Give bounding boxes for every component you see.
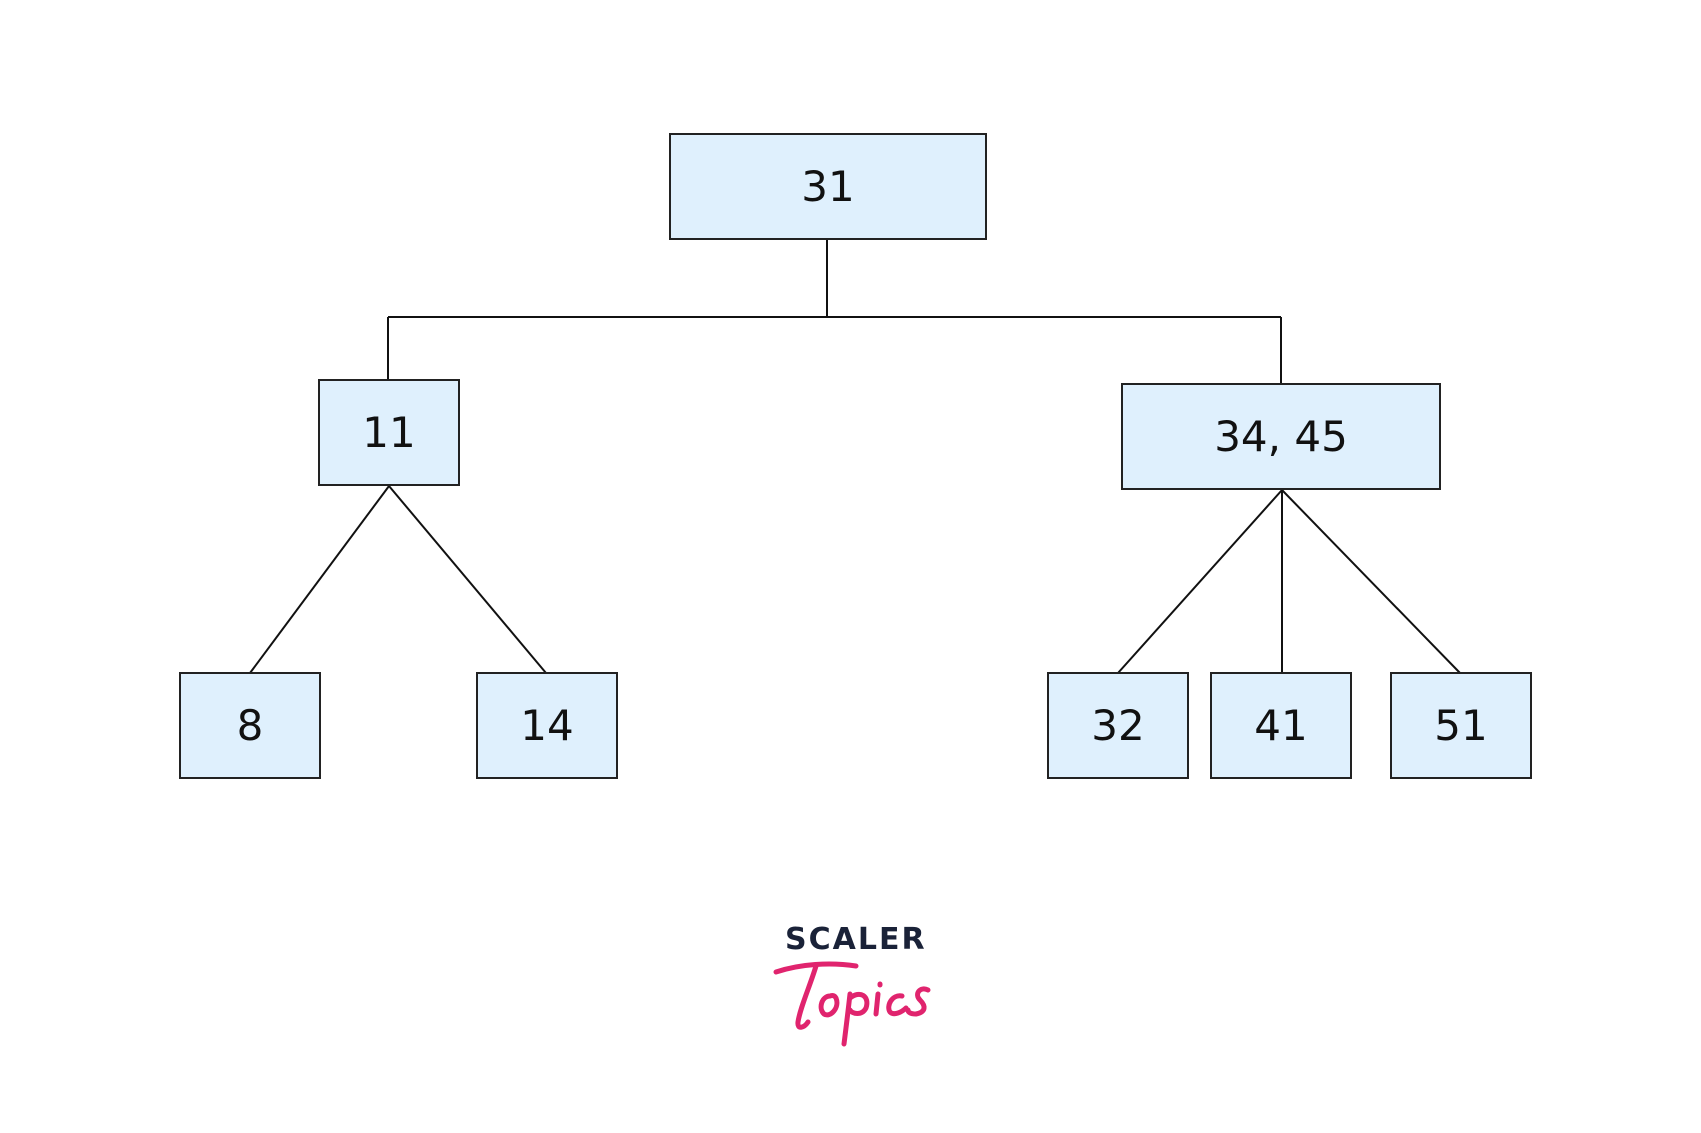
logo-script-topics [773, 961, 931, 1047]
node-11: 11 [318, 379, 460, 486]
leaf-8: 8 [179, 672, 321, 779]
leaf-32-label: 32 [1091, 700, 1145, 750]
node-root-label: 31 [801, 161, 855, 211]
leaf-14-label: 14 [520, 700, 574, 750]
leaf-41-label: 41 [1254, 700, 1308, 750]
leaf-8-label: 8 [236, 700, 264, 750]
scaler-topics-logo: SCALER [770, 918, 950, 1048]
edge-34-45-to-32 [1117, 489, 1283, 674]
edge-11-to-14 [388, 485, 547, 674]
leaf-32: 32 [1047, 672, 1189, 779]
leaf-51: 51 [1390, 672, 1532, 779]
node-11-label: 11 [362, 407, 416, 457]
edge-34-45-to-51 [1281, 489, 1461, 674]
edge-11-to-8 [249, 485, 390, 674]
leaf-41: 41 [1210, 672, 1352, 779]
node-root: 31 [669, 133, 987, 240]
node-34-45-label: 34, 45 [1214, 411, 1348, 461]
logo-wordmark: SCALER [785, 922, 927, 957]
leaf-51-label: 51 [1434, 700, 1488, 750]
node-34-45: 34, 45 [1121, 383, 1441, 490]
leaf-14: 14 [476, 672, 618, 779]
